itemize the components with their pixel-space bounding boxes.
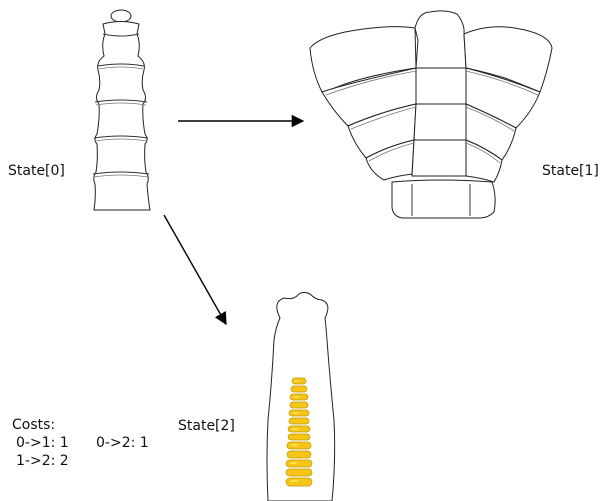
state0-body bbox=[94, 22, 150, 211]
state2-label: State[2] bbox=[178, 418, 235, 434]
cost-0-to-1: 0->1: 1 bbox=[16, 434, 96, 452]
cost-1-to-2: 1->2: 2 bbox=[16, 452, 69, 470]
state1-bottom-block bbox=[392, 180, 495, 218]
state0-shape bbox=[93, 10, 150, 210]
state1-shape bbox=[310, 11, 552, 218]
state1-label: State[1] bbox=[542, 163, 599, 179]
state0-head-cap bbox=[111, 10, 131, 22]
arrow-state0-to-state2 bbox=[164, 215, 226, 324]
state1-center-top bbox=[415, 11, 466, 68]
costs-title: Costs: bbox=[12, 416, 149, 434]
cost-0-to-2: 0->2: 1 bbox=[96, 434, 149, 452]
state2-shape bbox=[267, 292, 335, 501]
state0-label: State[0] bbox=[8, 163, 65, 179]
